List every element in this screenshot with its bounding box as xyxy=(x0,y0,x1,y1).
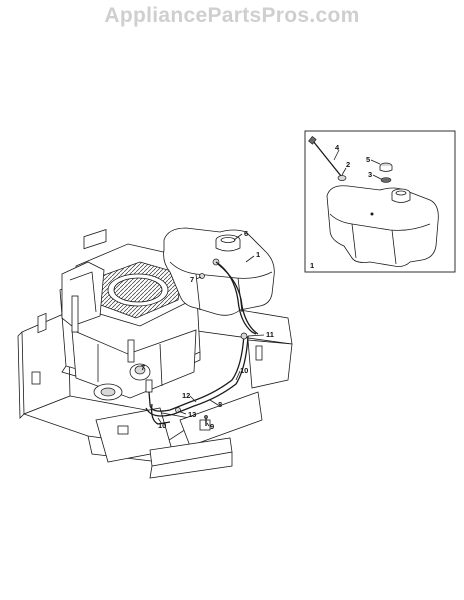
callout-9: 9 xyxy=(210,422,214,431)
callout-6: 6 xyxy=(244,229,248,238)
inset-callout-2: 2 xyxy=(346,160,350,169)
fuel-tank-inset: 4 2 5 3 1 xyxy=(304,130,456,273)
callout-12: 12 xyxy=(182,391,190,400)
watermark-text: AppliancePartsPros.com xyxy=(104,4,360,27)
inset-cap-gasket xyxy=(380,177,392,183)
callout-labels: 6 1 7 11 7 10 12 8 13 10 9 xyxy=(141,229,274,431)
fuel-lines xyxy=(145,261,259,426)
callout-11: 11 xyxy=(266,330,274,339)
fuel-filter xyxy=(145,379,153,393)
inset-vent-tube xyxy=(308,135,342,177)
inset-label: 1 xyxy=(310,261,314,270)
callout-10-right: 10 xyxy=(240,366,248,375)
callout-1: 1 xyxy=(256,250,260,259)
inset-callout-5: 5 xyxy=(366,155,370,164)
inset-fuel-cap xyxy=(379,162,393,172)
hose-clamp xyxy=(199,273,205,279)
callout-7-upper: 7 xyxy=(190,275,194,284)
inset-callout-3: 3 xyxy=(368,170,372,179)
inset-callout-4: 4 xyxy=(335,143,340,152)
mower-frame xyxy=(17,299,293,479)
callout-10-left: 10 xyxy=(158,421,166,430)
inset-fuel-tank xyxy=(326,185,439,267)
inset-grommet xyxy=(337,175,347,181)
callout-8: 8 xyxy=(218,400,222,409)
hose-clamp xyxy=(240,332,248,340)
fuel-tank xyxy=(163,227,275,316)
callout-13: 13 xyxy=(188,410,196,419)
engine xyxy=(59,229,201,401)
callout-7-lower: 7 xyxy=(141,363,145,372)
